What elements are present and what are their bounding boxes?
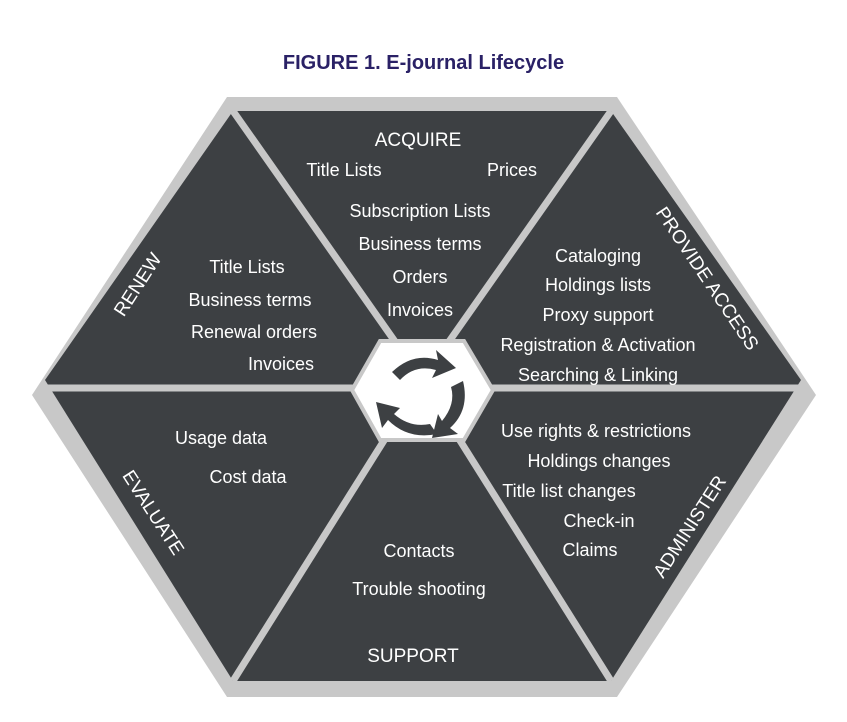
acquire-item: Title Lists: [306, 160, 381, 180]
support-item: Trouble shooting: [352, 579, 485, 599]
segment-administer: [422, 380, 801, 681]
administer-item: Use rights & restrictions: [501, 421, 691, 441]
support-item: Contacts: [383, 541, 454, 561]
provide-access-item: Searching & Linking: [518, 365, 678, 385]
acquire-item: Invoices: [387, 300, 453, 320]
provide-access-item: Proxy support: [542, 305, 653, 325]
segment-renew: [45, 111, 422, 380]
acquire-item: Business terms: [358, 234, 481, 254]
administer-item: Check-in: [563, 511, 634, 531]
renew-item: Invoices: [248, 354, 314, 374]
acquire-item: Orders: [392, 267, 447, 287]
figure-title: FIGURE 1. E-journal Lifecycle: [282, 52, 565, 74]
renew-item: Renewal orders: [191, 322, 317, 342]
segment-acquire: [233, 111, 611, 380]
renew-item: Business terms: [188, 290, 311, 310]
renew-item: Title Lists: [209, 257, 284, 277]
acquire-item: Subscription Lists: [349, 201, 490, 221]
administer-item: Title list changes: [502, 481, 635, 501]
administer-item: Claims: [562, 540, 617, 560]
administer-item: Holdings changes: [527, 451, 670, 471]
center-hub: [349, 339, 496, 442]
acquire-heading: ACQUIRE: [375, 130, 462, 151]
acquire-item: Prices: [487, 160, 537, 180]
evaluate-item: Cost data: [209, 467, 287, 487]
provide-access-item: Holdings lists: [545, 275, 651, 295]
segment-provide-access: [422, 111, 801, 380]
recycle-arrows-icon: [376, 350, 465, 438]
provide-access-item: Cataloging: [555, 246, 641, 266]
evaluate-item: Usage data: [175, 428, 268, 448]
provide-access-item: Registration & Activation: [500, 335, 695, 355]
support-heading: SUPPORT: [367, 646, 459, 667]
segment-support: [233, 380, 611, 681]
segment-evaluate: [45, 380, 422, 681]
